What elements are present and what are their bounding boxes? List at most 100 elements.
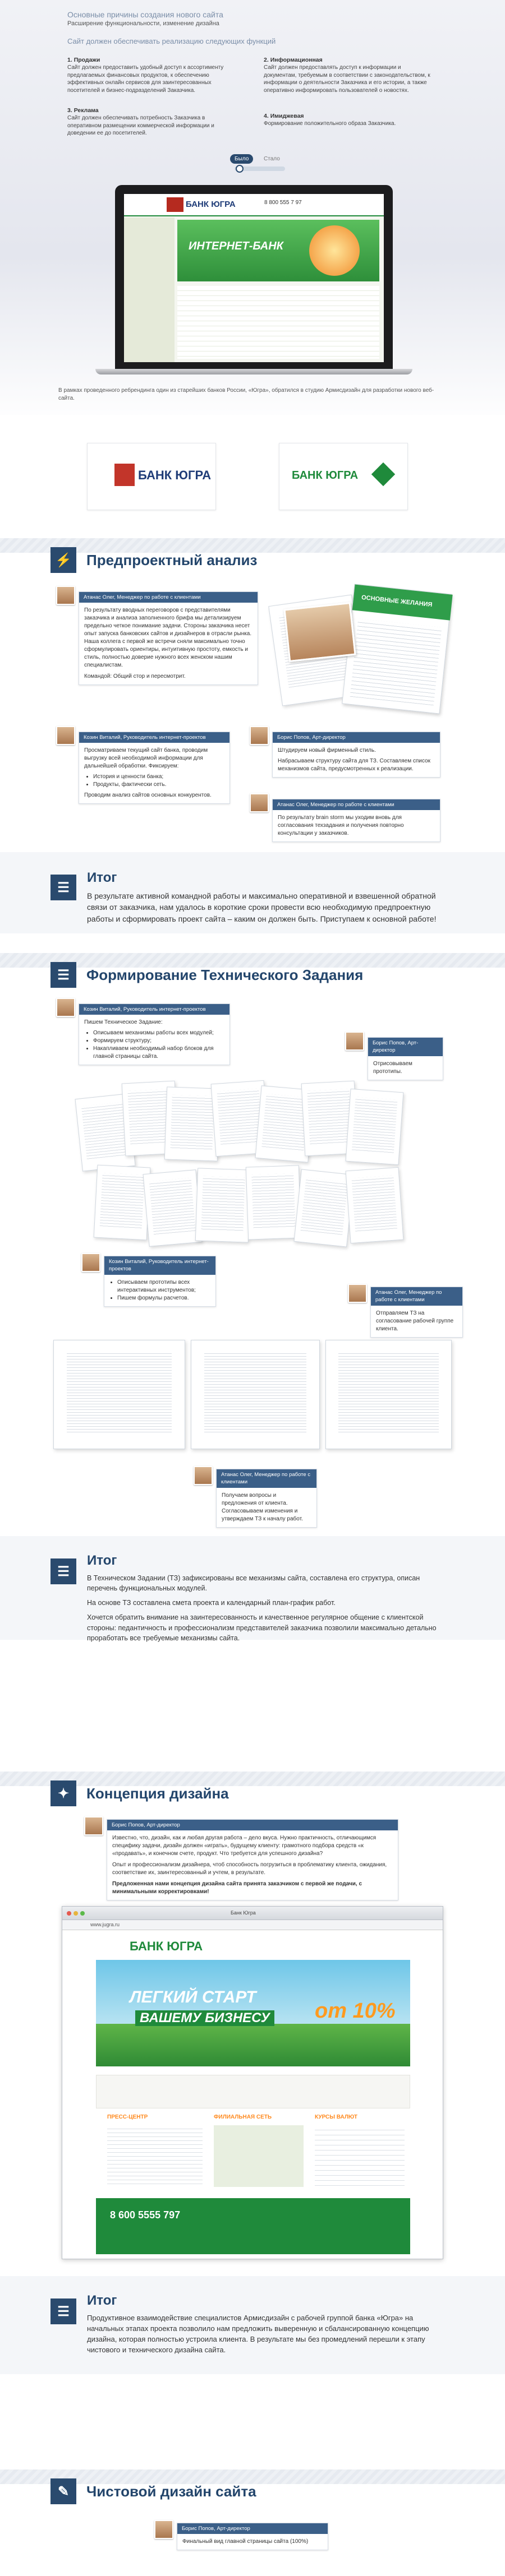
divider-stripe: [0, 1772, 505, 1786]
list-item: Пишем формулы расчетов.: [117, 1294, 210, 1302]
rates-table: [315, 2125, 405, 2187]
tz-title-row: ☰ Формирование Технического Задания: [0, 955, 505, 995]
maximize-icon[interactable]: [80, 1911, 85, 1916]
bubble-list: Описываем прототипы всех интерактивных и…: [117, 1279, 210, 1302]
final-title-row: ✎ Чистовой дизайн сайта: [0, 2472, 505, 2511]
analysis-bubble-3: Борис Попов, Арт-директор Штудируем новы…: [272, 732, 440, 778]
toggle-track[interactable]: [235, 167, 285, 171]
bubble-text: По результату вводных переговоров с пред…: [84, 607, 252, 669]
final-title: Чистовой дизайн сайта: [86, 2482, 256, 2500]
old-banner-graphic: [309, 225, 360, 276]
analysis-bubble-1: Атанас Олег, Менеджер по работе с клиент…: [79, 591, 258, 686]
bubble-text: Штудируем новый фирменный стиль.: [278, 747, 376, 754]
bubble-head: Козин Виталий, Руководитель интернет-про…: [79, 732, 229, 743]
bubble-text: Финальный вид главной страницы сайта (10…: [182, 2538, 309, 2545]
avatar: [56, 586, 75, 605]
old-logo-text: БАНК ЮГРА: [186, 200, 236, 209]
news-column-title[interactable]: ПРЕСС-ЦЕНТР: [107, 2114, 148, 2120]
rebranding-caption: В рамках проведенного ребрендинга один и…: [58, 387, 434, 401]
task-item: 1. Продажи Сайт должен предоставить удоб…: [67, 57, 224, 94]
bubble-head: Атанас Олег, Менеджер по работе с клиент…: [273, 799, 440, 811]
old-banner-text: ИНТЕРНЕТ-БАНК: [189, 240, 283, 252]
itog-3-title: Итог: [87, 2293, 117, 2308]
list-item: Описываем прототипы всех интерактивных и…: [117, 1279, 210, 1294]
bubble-head: Атанас Олег, Менеджер по работе с клиент…: [79, 592, 258, 603]
toggle-handle[interactable]: [236, 165, 244, 173]
bubble-text: Просматриваем текущий сайт банка, провод…: [84, 747, 208, 770]
tz-bubble-1: Козин Виталий, Руководитель интернет-про…: [79, 1003, 230, 1066]
itog-2-text: В Техническом Задании (ТЗ) зафиксированы…: [87, 1573, 446, 1643]
brochure-image: ОСНОВНЫЕ ЖЕЛАНИЯ: [268, 583, 453, 714]
bubble-list: История и ценности банка; Продукты, факт…: [93, 773, 224, 789]
bubble-footer: Проводим анализ сайтов основных конкурен…: [84, 792, 212, 799]
laptop-frame: БАНК ЮГРА 8 800 555 7 97 ИНТЕРНЕТ-БАНК: [115, 185, 393, 370]
itog-2-p1: В Техническом Задании (ТЗ) зафиксированы…: [87, 1574, 420, 1593]
prototype-screenshot: [53, 1340, 185, 1449]
tz-bubble-3: Козин Виталий, Руководитель интернет-про…: [104, 1256, 216, 1307]
old-logo-card: БАНК ЮГРА: [87, 443, 216, 510]
browser-url[interactable]: www.jugra.ru: [90, 1922, 120, 1927]
divider-stripe: [0, 953, 505, 968]
prototype-screenshot: [325, 1340, 452, 1449]
analysis-bubble-2: Козин Виталий, Руководитель интернет-про…: [79, 732, 230, 804]
browser-window: Банк Югра www.jugra.ru БАНК ЮГРА ЛЕГКИЙ …: [62, 1906, 443, 2259]
list-item: Описываем механизмы работы всех модулей;: [93, 1029, 224, 1037]
divider-stripe: [0, 538, 505, 553]
rates-column-title[interactable]: КУРСЫ ВАЛЮТ: [315, 2114, 358, 2120]
new-site-logo[interactable]: БАНК ЮГРА: [130, 1939, 203, 1953]
lightning-icon: ⚡: [50, 547, 76, 573]
toggle-before[interactable]: Было: [230, 154, 254, 164]
document-page: [143, 1169, 203, 1247]
bubble-head: Борис Попов, Арт-директор: [107, 1820, 398, 1831]
avatar: [56, 726, 75, 745]
bubble-text: Получаем вопросы и предложения от клиент…: [222, 1492, 303, 1522]
bubble-text-bold: Предложенная нами концепция дизайна сайт…: [112, 1881, 362, 1895]
browser-toolbar: Банк Югра: [62, 1907, 443, 1920]
brochure-title: ОСНОВНЫЕ ЖЕЛАНИЯ: [361, 594, 433, 609]
avatar: [194, 1466, 213, 1485]
bubble-head: Козин Виталий, Руководитель интернет-про…: [104, 1256, 215, 1275]
logos-section: [0, 415, 505, 538]
toggle-after[interactable]: Стало: [264, 156, 280, 162]
analysis-title-row: ⚡ Предпроектный анализ: [0, 540, 505, 580]
itog-3-section: [0, 2276, 505, 2374]
avatar: [345, 1032, 364, 1051]
bubble-head: Козин Виталий, Руководитель интернет-про…: [79, 1004, 229, 1015]
family-photo: [283, 602, 356, 663]
before-after-toggle[interactable]: Было Стало: [230, 154, 292, 173]
task-item: 4. Имиджевая Формирование положительного…: [264, 113, 396, 127]
new-logo-mark: [371, 462, 396, 487]
document-page: [345, 1088, 404, 1166]
new-site-header: БАНК ЮГРА: [96, 1935, 410, 1957]
brochure-cover: ОСНОВНЫЕ ЖЕЛАНИЯ: [342, 584, 453, 714]
bubble-footer: Командой: Общий стор и пересмотрит.: [84, 673, 186, 680]
itog-2-section: [0, 1536, 505, 1640]
old-logo-icon: [114, 464, 135, 486]
document-page: [93, 1164, 151, 1241]
itog-2-title: Итог: [87, 1553, 117, 1568]
old-site-content: [177, 286, 379, 359]
avatar: [56, 998, 75, 1017]
list-icon: ☰: [50, 1558, 76, 1584]
list-item: Накапливаем необходимый набор блоков для…: [93, 1045, 224, 1061]
document-page: [195, 1168, 251, 1243]
hero-line-2: ВАШЕМУ БИЗНЕСУ: [135, 2010, 274, 2026]
minimize-icon[interactable]: [74, 1911, 78, 1916]
hero-subtitle: Расширение функциональности, изменение д…: [67, 20, 219, 27]
old-logo-label: БАНК ЮГРА: [138, 468, 212, 482]
tasks-heading: Сайт должен обеспечивать реализацию след…: [67, 37, 276, 45]
bubble-head: Борис Попов, Арт-директор: [177, 2523, 328, 2535]
browser-address-bar[interactable]: www.jugra.ru: [62, 1920, 443, 1930]
close-icon[interactable]: [67, 1911, 71, 1916]
old-site-banner: ИНТЕРНЕТ-БАНК: [177, 220, 379, 281]
old-site-phone: 8 800 555 7 97: [264, 200, 302, 206]
avatar: [250, 793, 269, 812]
branches-column-title[interactable]: ФИЛИАЛЬНАЯ СЕТЬ: [214, 2114, 272, 2120]
bubble-head: Борис Попов, Арт-директор: [273, 732, 440, 743]
bubble-head: Атанас Олег, Менеджер по работе с клиент…: [217, 1469, 316, 1488]
document-page: [245, 1165, 302, 1240]
brochure-text: [350, 618, 442, 706]
tz-bubble-2: Борис Попов, Арт-директор Отрисовываем п…: [368, 1037, 443, 1080]
bubble-text: Отправляем ТЗ на согласование рабочей гр…: [376, 1310, 454, 1332]
concept-title-row: ✦ Концепция дизайна: [0, 1774, 505, 1813]
